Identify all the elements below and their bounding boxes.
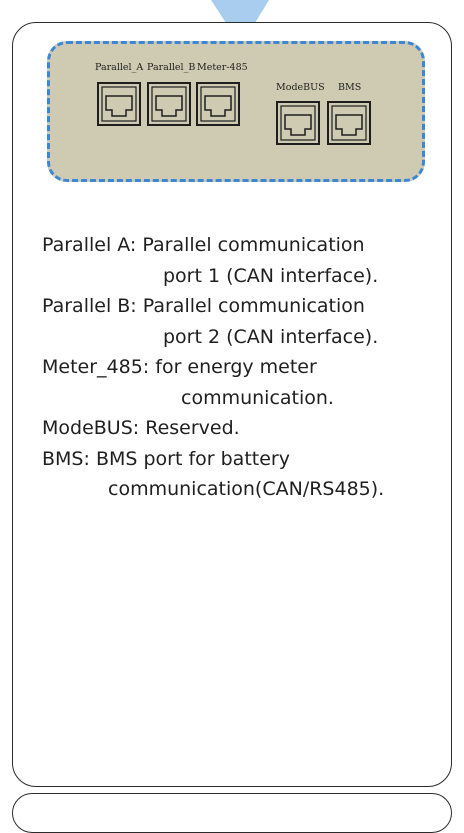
desc-text: BMS port for battery [95,447,290,470]
desc-term: Parallel A: [42,234,137,256]
desc-term: Meter_485: [42,356,150,378]
next-card-edge [12,793,452,833]
desc-parallel-a: Parallel A: Parallel communication [42,230,447,261]
port-label-parallel-a: Parallel_A [95,62,144,73]
desc-text: Parallel communication [142,295,365,317]
desc-continuation: communication. [181,386,334,409]
desc-meter-485: Meter_485: for energy meter [42,352,447,383]
port-descriptions: Parallel A: Parallel communication port … [42,230,447,505]
port-label-meter-485: Meter-485 [197,62,248,73]
desc-continuation: port 1 (CAN interface). [163,264,379,287]
port-panel [47,41,425,182]
desc-term: BMS: [42,447,90,470]
desc-text: for energy meter [155,356,317,378]
rj45-port-icon [276,101,320,145]
rj45-port-icon [196,82,240,126]
desc-text: Reserved. [145,417,240,439]
port-label-modebus: ModeBUS [276,82,325,93]
rj45-port-icon [97,82,141,126]
desc-term: ModeBUS: [42,417,140,439]
desc-continuation: port 2 (CAN interface). [163,325,379,348]
desc-modebus: ModeBUS: Reserved. [42,413,447,444]
port-label-bms: BMS [338,82,362,93]
desc-term: Parallel B: [42,295,137,317]
rj45-port-icon [327,101,371,145]
desc-continuation: communication(CAN/RS485). [108,478,385,500]
desc-text: Parallel communication [142,234,365,256]
desc-parallel-b: Parallel B: Parallel communication [42,291,447,322]
rj45-port-icon [147,82,191,126]
desc-bms: BMS: BMS port for battery [42,444,447,475]
port-label-parallel-b: Parallel_B [147,62,196,73]
